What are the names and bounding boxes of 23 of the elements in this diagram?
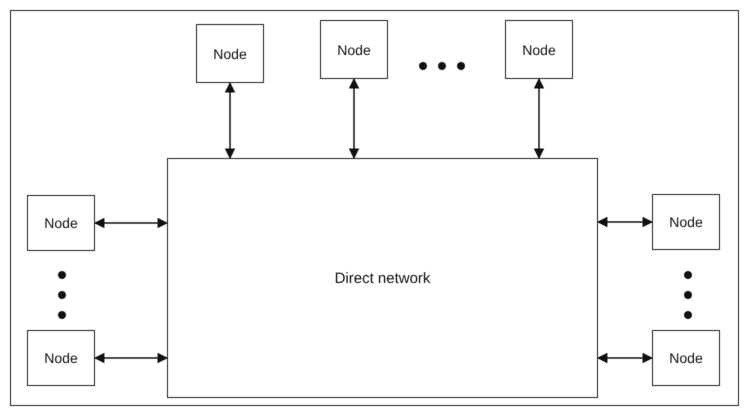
double-arrow: [94, 218, 168, 228]
node-label: Node: [213, 46, 247, 62]
double-arrow: [94, 352, 168, 364]
node-box: [652, 330, 720, 386]
node-label: Direct network: [334, 270, 430, 286]
node-box: [27, 330, 95, 386]
node-label: Node: [337, 42, 371, 58]
node-label: Node: [669, 214, 703, 230]
node-label: Node: [44, 215, 78, 231]
node-label: Node: [522, 42, 556, 58]
node-label: Node: [44, 350, 78, 366]
network-box: [167, 158, 598, 398]
double-arrow: [596, 216, 654, 228]
node-box: [320, 20, 388, 79]
double-arrow: [224, 82, 236, 160]
node-label: Node: [669, 350, 703, 366]
double-arrow: [596, 352, 654, 364]
node-box: [27, 195, 95, 251]
node-box: [505, 20, 573, 79]
double-arrow: [534, 78, 544, 160]
double-arrow: [348, 78, 360, 160]
node-box: [196, 24, 264, 83]
node-box: [652, 194, 720, 250]
